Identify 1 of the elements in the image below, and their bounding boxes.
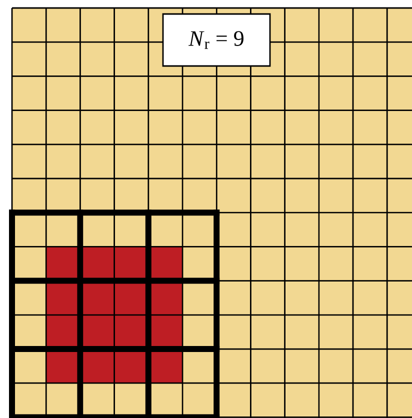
label-box: N$_{r}$ = 9 (162, 13, 271, 67)
